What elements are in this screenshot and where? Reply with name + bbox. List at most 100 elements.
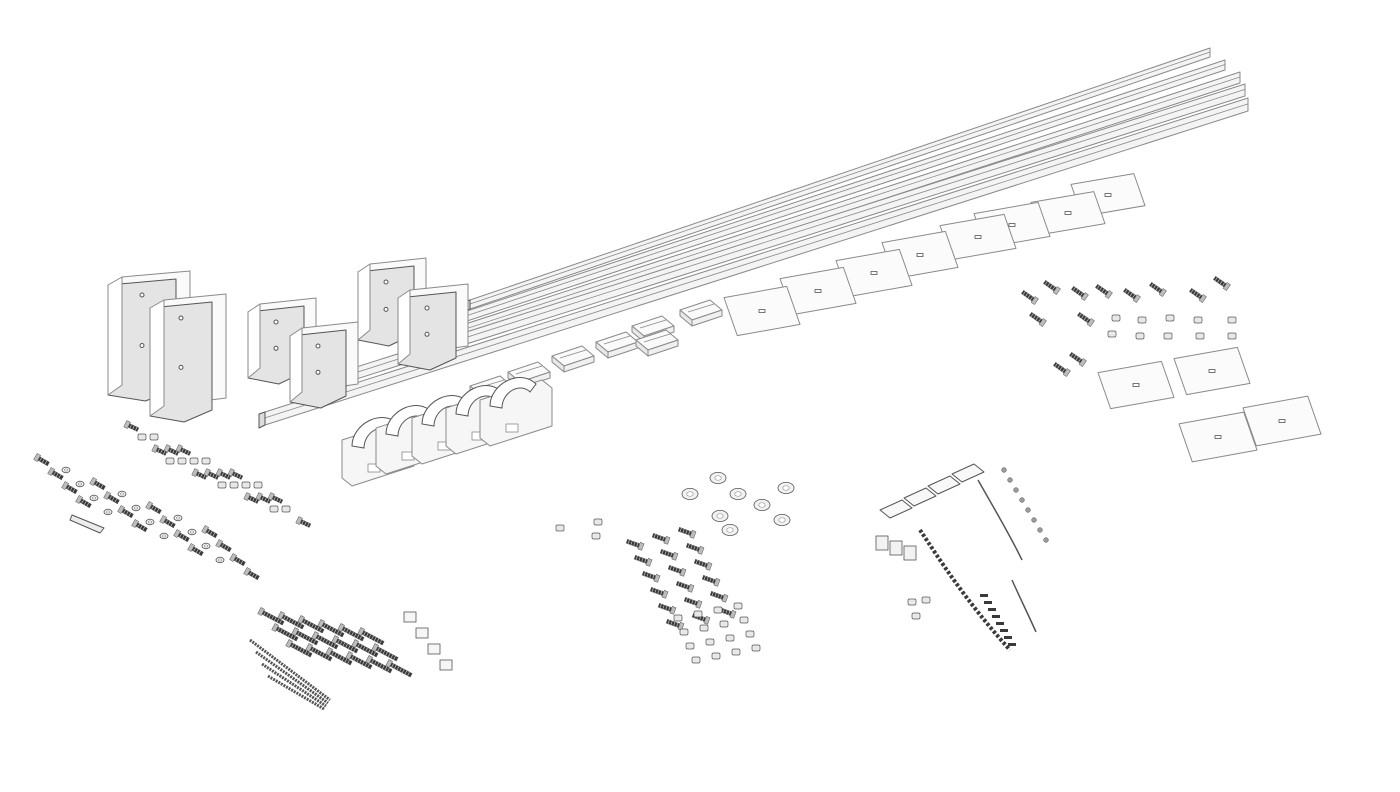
screw-head	[173, 529, 181, 538]
screw	[1021, 289, 1039, 305]
bracket-edge	[357, 263, 371, 341]
screw-thread	[661, 549, 664, 554]
screw-thread	[379, 663, 382, 668]
clip-front	[691, 309, 723, 327]
washer	[187, 528, 197, 536]
screw-thread	[215, 474, 218, 479]
screw-thread	[703, 575, 706, 580]
screw-thread	[1030, 296, 1033, 301]
screw-thread	[139, 525, 143, 529]
washer	[681, 487, 699, 500]
screw-thread	[343, 627, 346, 632]
screw-thread	[330, 642, 334, 647]
screw-thread	[379, 639, 382, 644]
washer-hole	[716, 513, 724, 519]
screw-thread	[308, 637, 311, 641]
screw	[1149, 281, 1167, 297]
screw-thread	[1217, 279, 1221, 283]
nut	[201, 457, 211, 465]
bracket-edge	[149, 299, 165, 417]
end-cap	[479, 377, 553, 447]
screw-thread	[728, 610, 731, 615]
screw	[351, 639, 379, 658]
screw	[345, 651, 373, 670]
screw-thread	[1129, 292, 1133, 297]
screw	[229, 553, 246, 567]
screw-thread	[725, 609, 728, 614]
screw	[75, 495, 92, 509]
screw-thread	[1086, 318, 1089, 323]
plate	[723, 285, 801, 337]
screw-thread	[304, 521, 307, 526]
screw-thread	[187, 450, 190, 455]
washer-hole	[148, 520, 152, 524]
screw-thread	[390, 654, 394, 659]
screw-thread	[123, 509, 126, 514]
screw	[693, 559, 713, 571]
screw-thread	[268, 614, 272, 619]
screw-thread	[283, 615, 286, 620]
screw	[665, 619, 685, 631]
screw-thread	[128, 512, 132, 517]
screw-thread	[394, 664, 397, 669]
hardware-bolts-bottom-left	[249, 607, 453, 711]
screw-thread	[279, 498, 282, 503]
screw-thread	[302, 649, 305, 653]
screw-thread	[670, 552, 673, 557]
screw-thread	[385, 651, 388, 656]
screw-thread	[86, 502, 90, 507]
screw-thread	[324, 654, 328, 659]
nut	[719, 620, 729, 628]
screw-thread	[685, 529, 688, 534]
threaded-rod	[255, 650, 329, 705]
screw-thread	[1080, 292, 1083, 297]
belt-wire	[1011, 579, 1037, 633]
screw	[675, 581, 695, 593]
screw-thread	[377, 647, 380, 652]
screw-thread	[348, 645, 351, 649]
spring-coil	[984, 601, 992, 604]
screw-head	[1062, 368, 1071, 377]
nut	[217, 481, 227, 489]
screw-head	[215, 539, 223, 548]
screw-thread	[300, 632, 303, 637]
washer	[215, 556, 225, 564]
aluminum-rails	[258, 47, 1249, 429]
screw-thread	[203, 474, 206, 479]
screw-thread	[316, 650, 320, 655]
screw-thread	[701, 561, 704, 566]
screw-thread	[316, 626, 320, 631]
screw	[659, 549, 679, 561]
screw	[365, 655, 393, 674]
screw-head	[669, 606, 677, 615]
screw-head	[151, 444, 159, 453]
screw-thread	[388, 653, 391, 657]
screw-thread	[1153, 285, 1157, 289]
screw-thread	[305, 635, 308, 640]
belt-bead	[1019, 497, 1025, 503]
screw-thread	[142, 526, 146, 531]
screw-thread	[302, 634, 306, 639]
screw-thread	[1070, 353, 1074, 357]
screw-thread	[1198, 294, 1201, 299]
screw-thread	[299, 623, 302, 628]
washer	[145, 518, 155, 526]
screw-thread	[327, 655, 330, 660]
clip	[635, 329, 679, 357]
screw-thread	[368, 649, 371, 653]
washer-hole	[134, 506, 138, 510]
belt-clamp	[879, 499, 913, 519]
screw-thread	[249, 496, 252, 501]
screw-thread	[673, 621, 676, 626]
screw-thread	[1158, 288, 1161, 293]
screw-thread	[277, 627, 280, 632]
screw-thread	[630, 540, 633, 545]
screw-thread	[1078, 358, 1081, 363]
nut	[673, 614, 683, 622]
screw-thread	[1101, 288, 1105, 293]
nut	[679, 628, 689, 636]
screw-thread	[326, 624, 329, 629]
plate	[1173, 346, 1251, 396]
screw-thread	[1054, 363, 1058, 367]
